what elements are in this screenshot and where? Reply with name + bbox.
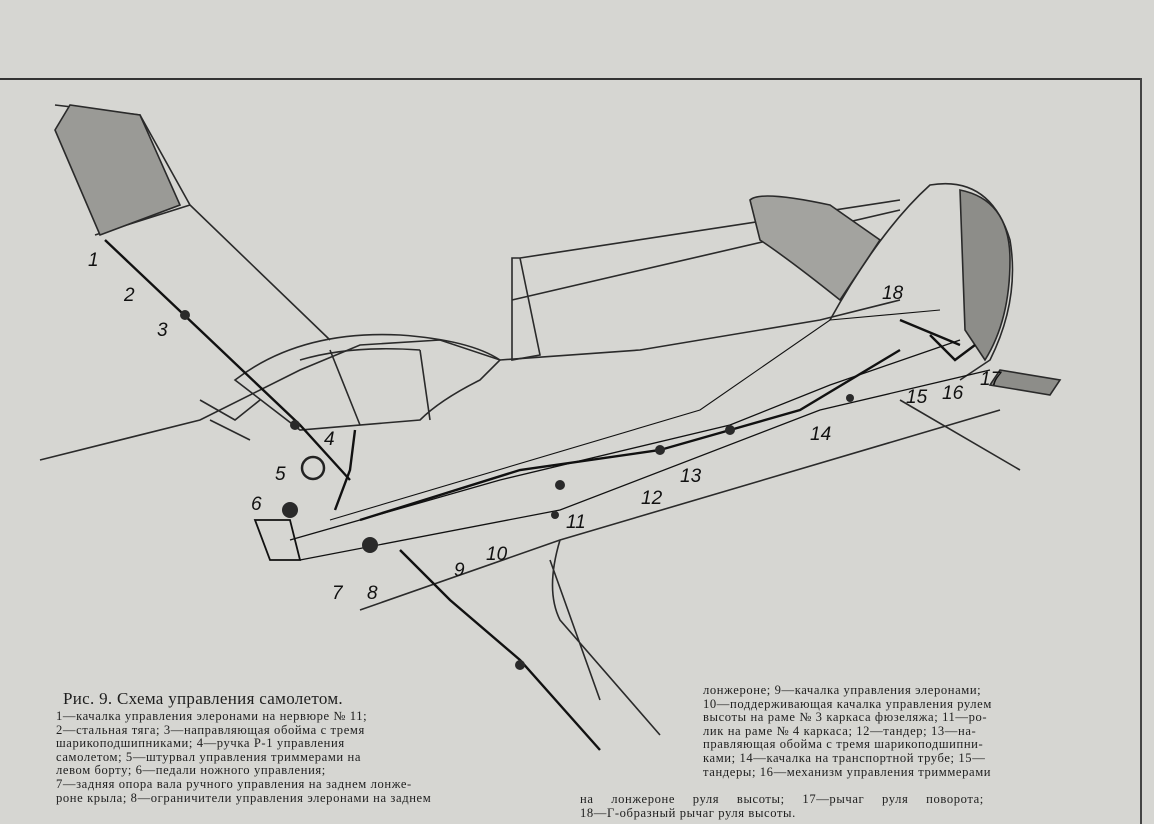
label-14: 14 [810,424,831,445]
label-13: 13 [680,466,702,487]
pedals [253,519,302,561]
figure-title: Рис. 9. Схема управления самолетом. [63,689,343,708]
elevator-right [988,369,1062,396]
caption-line: 1—качалка управления элеронами на нервюр… [56,709,368,723]
caption-line: роне крыла; 8—ограничители управления эл… [56,790,432,805]
guide-rollers [180,310,854,670]
trim-cable [329,309,941,521]
label-5: 5 [275,464,286,485]
caption-line: на лонжероне руля высоты; 17—рычаг руля … [580,792,984,806]
label-9: 9 [454,560,465,581]
label-7: 7 [332,583,344,604]
label-2: 2 [123,285,135,306]
fuselage-outline [39,299,1001,611]
cockpit-side [199,399,261,441]
caption-line: тандеры; 16—механизм управления триммера… [703,764,992,779]
label-11: 11 [566,512,586,533]
caption-line: лик на раме № 4 каркаса; 12—тандер; 13—н… [703,723,977,738]
caption-line: левом борту; 6—педали ножного управления… [56,763,326,778]
label-17: 17 [980,369,1003,390]
caption-line: 7—задняя опора вала ручного управления н… [56,776,412,791]
label-10: 10 [486,544,508,565]
tail-cone-line [899,399,1021,471]
page-right-rule [1140,78,1142,824]
canopy-frame [299,347,431,426]
aileron [54,104,182,237]
elevator-horn [899,318,976,362]
caption-line: высоты на раме № 3 каркаса фюзеляжа; 11—… [703,710,988,725]
caption-line: 10—поддерживающая качалка управления рул… [703,696,992,711]
label-15: 15 [906,387,928,408]
page-top-rule [0,78,1140,80]
caption-bottom: на лонжероне руля высоты; 17—рычаг руля … [580,792,1140,820]
rudder-cable-lower [299,369,991,561]
caption-right-column: лонжероне; 9—качалка управления элеронам… [703,683,1143,779]
caption-line: 18—Г-образный рычаг руля высоты. [580,805,796,820]
caption-line: ками; 14—качалка на транспортной трубе; … [703,750,986,765]
label-8: 8 [367,583,378,604]
label-1: 1 [88,250,99,271]
aileron-rod-lower [399,549,601,751]
caption-left-column: 1—качалка управления элеронами на нервюр… [56,709,526,805]
label-3: 3 [157,320,168,341]
caption-line: самолетом; 5—штурвал управления триммера… [56,749,362,764]
control-stick [333,429,357,511]
lower-wing [549,539,661,736]
aileron-rod [104,239,351,481]
rudder [959,189,1011,362]
caption-line: лонжероне; 9—качалка управления элеронам… [703,683,982,697]
label-16: 16 [942,383,964,404]
label-12: 12 [641,488,663,509]
canopy [233,333,502,431]
caption-line: 2—стальная тяга; 3—направляющая обойма с… [56,722,365,737]
label-18: 18 [882,283,904,304]
caption-line: правляющая обойма с тремя шарикоподшипни… [703,737,984,752]
label-4: 4 [324,429,335,450]
label-6: 6 [251,494,262,515]
elevator [749,195,882,302]
caption-line: шарикоподшипниками; 4—ручка Р-1 управлен… [56,736,345,751]
